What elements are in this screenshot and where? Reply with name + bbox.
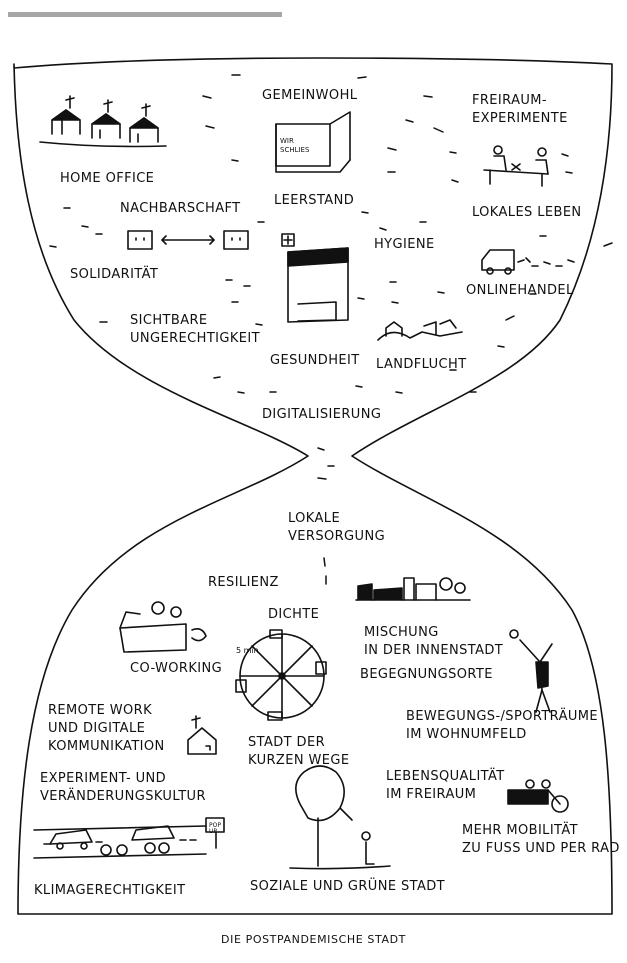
label-sichtbare-ungerechtigkeit: SICHTBARE UNGERECHTIGKEIT <box>130 313 260 346</box>
label-mischung: MISCHUNG IN DER INNENSTADT <box>364 625 504 658</box>
label-dichte: DICHTE <box>268 607 320 622</box>
neighbourhood-sketch <box>127 230 249 250</box>
cyclists-sketch <box>507 779 569 813</box>
label-home-office: HOME OFFICE <box>60 171 155 186</box>
label-digitalisierung: DIGITALISIERUNG <box>262 407 382 422</box>
label-lokales-leben: LOKALES LEBEN <box>472 205 582 220</box>
hospital-sketch <box>281 233 349 323</box>
label-experiment-kultur: EXPERIMENT- UND VERÄNDERUNGSKULTUR <box>40 771 206 804</box>
label-begegnungsorte: BEGEGNUNGSORTE <box>360 667 493 682</box>
label-solidaritaet: SOLIDARITÄT <box>70 267 159 282</box>
short-ways-sketch <box>235 629 327 721</box>
five-min-text: 5 min <box>236 646 259 655</box>
figure-caption: DIE POSTPANDEMISCHE STADT <box>221 933 406 946</box>
label-stadt-der-kurzen-wege: STADT DER KURZEN WEGE <box>248 735 350 768</box>
label-nachbarschaft: NACHBARSCHAFT <box>120 201 241 216</box>
label-lokale-versorgung: LOKALE VERSORGUNG <box>288 511 386 544</box>
top-gray-bar <box>8 12 282 17</box>
label-onlinehandel: ONLINEHANDEL <box>466 283 574 298</box>
label-freiraum-experimente: FREIRAUM- EXPERIMENTE <box>472 93 568 126</box>
label-leerstand: LEERSTAND <box>274 193 355 208</box>
stretching-person-sketch <box>509 629 553 713</box>
label-mehr-mobilitaet: MEHR MOBILITÄT ZU FUSS UND PER RAD <box>462 823 620 856</box>
label-soziale-gruene-stadt: SOZIALE UND GRÜNE STADT <box>250 879 446 894</box>
truck-sketch <box>481 249 575 275</box>
label-gesundheit: GESUNDHEIT <box>270 353 360 368</box>
remote-house-sketch <box>187 715 217 755</box>
skyline-sketch <box>355 577 471 601</box>
landflucht-sketch <box>377 319 463 341</box>
label-remote-work: REMOTE WORK UND DIGITALE KOMMUNIKATION <box>48 703 165 754</box>
label-landflucht: LANDFLUCHT <box>376 357 467 372</box>
label-hygiene: HYGIENE <box>374 237 435 252</box>
houses-sketch <box>39 95 167 148</box>
label-resilienz: RESILIENZ <box>208 575 279 590</box>
street-sketch <box>33 817 225 859</box>
label-co-working: CO-WORKING <box>130 661 223 676</box>
leerstand-sketch <box>275 111 351 173</box>
label-gemeinwohl: GEMEINWOHL <box>262 88 358 103</box>
label-bewegungs-sportraeume: BEWEGUNGS-/SPORTRÄUME IM WOHNUMFELD <box>406 709 599 742</box>
hourglass-outline <box>13 57 613 915</box>
tree-sketch <box>289 765 391 870</box>
label-lebensqualitaet: LEBENSQUALITÄT IM FREIRAUM <box>386 769 505 802</box>
coworking-sketch <box>119 601 207 653</box>
bench-sketch <box>483 145 549 187</box>
sand-dashes <box>49 74 613 585</box>
label-klimagerechtigkeit: KLIMAGERECHTIGKEIT <box>34 883 186 898</box>
